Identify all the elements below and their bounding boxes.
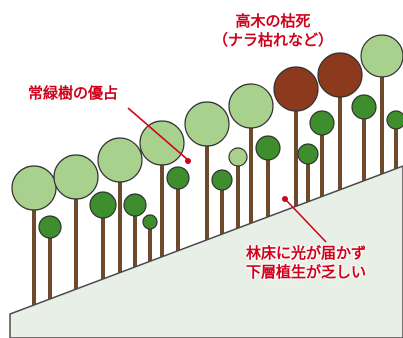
understory-tree-canopy: [142, 214, 158, 230]
evergreen-pointer-dot: [185, 158, 191, 164]
floor-pointer-dot: [282, 196, 288, 202]
tree-trunk: [394, 120, 398, 173]
floor-label-line2: 下層植生が乏しい: [246, 263, 367, 281]
tree-trunk: [160, 143, 164, 261]
tree-trunk: [362, 107, 366, 185]
evergreen-tree-canopy: [184, 101, 230, 147]
understory-tree-canopy: [351, 94, 377, 120]
tree-trunk: [338, 75, 342, 194]
understory-tree-canopy: [166, 166, 190, 190]
tree-trunk: [176, 178, 180, 255]
dead-canopy-label: 高木の枯死 （ナラ枯れなど）: [198, 12, 348, 50]
evergreen-pointer-line: [127, 107, 189, 161]
evergreen-tree-canopy: [228, 147, 248, 167]
floor-pointer-line: [285, 199, 327, 243]
tree-trunk: [236, 157, 240, 233]
tree-trunk: [306, 154, 310, 206]
floor-label: 林床に光が届かず 下層植生が乏しい: [246, 244, 366, 282]
dead-tree-canopy: [317, 52, 363, 98]
evergreen-tree-canopy: [228, 83, 274, 129]
understory-tree-canopy: [386, 110, 403, 130]
evergreen-tree-canopy: [53, 154, 99, 200]
tree-trunk: [74, 177, 78, 294]
tree-canopies: [11, 34, 403, 239]
dead-canopy-label-line1: 高木の枯死: [235, 12, 311, 30]
understory-tree-canopy: [123, 193, 147, 217]
tree-trunk: [48, 227, 52, 303]
evergreen-tree-canopy: [11, 165, 57, 211]
tree-trunk: [205, 124, 209, 244]
evergreen-tree-canopy: [139, 120, 185, 166]
understory-tree-canopy: [309, 110, 335, 136]
tree-trunk: [220, 180, 224, 239]
evergreen-label: 常緑樹の優占: [28, 84, 118, 103]
tree-trunk: [133, 205, 137, 271]
understory-tree-canopy: [89, 191, 117, 219]
evergreen-tree-canopy: [97, 137, 143, 183]
tree-trunk: [32, 188, 36, 309]
tree-trunk: [249, 106, 253, 228]
understory-tree-canopy: [211, 169, 233, 191]
tree-trunk: [266, 148, 270, 221]
tree-trunk: [294, 89, 298, 211]
understory-tree-canopy: [255, 135, 281, 161]
evergreen-label-text: 常緑樹の優占: [28, 84, 119, 102]
tree-trunk: [118, 160, 122, 277]
floor-label-line1: 林床に光が届かず: [246, 244, 367, 262]
evergreen-tree-canopy: [360, 34, 403, 78]
dead-tree-canopy: [273, 66, 319, 112]
understory-tree-canopy: [38, 215, 62, 239]
tree-trunk: [101, 205, 105, 283]
ground-layer: [9, 165, 403, 338]
forest-floor-slope: [9, 165, 403, 338]
dead-canopy-label-line2: （ナラ枯れなど）: [212, 31, 333, 49]
understory-tree-canopy: [297, 143, 319, 165]
tree-trunk: [148, 222, 152, 266]
label-pointers: [127, 107, 327, 243]
tree-trunks: [32, 56, 398, 309]
tree-trunk: [320, 123, 324, 201]
tree-trunk: [380, 56, 384, 178]
